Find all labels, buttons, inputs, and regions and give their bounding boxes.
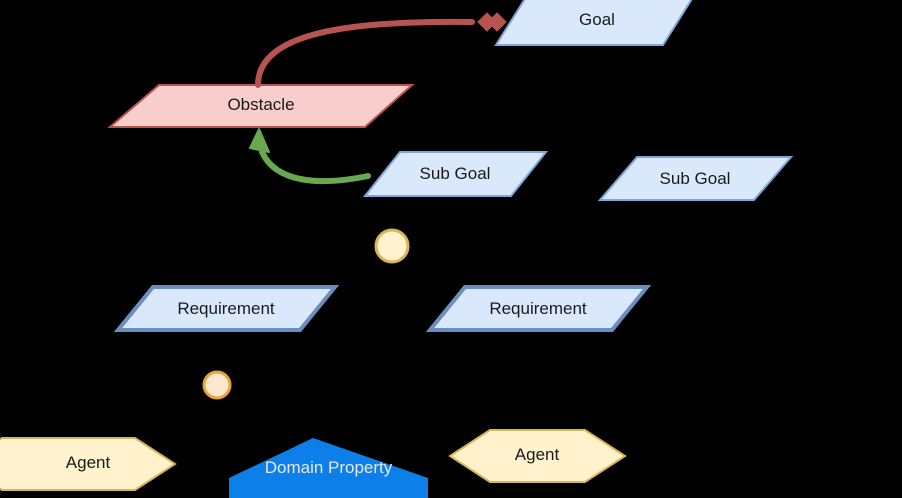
agent-2-hexagon[interactable] <box>448 429 627 483</box>
obstruction-arrowhead-diamond-2 <box>487 12 507 32</box>
edge-resolution-arrow[interactable] <box>249 128 371 185</box>
resolution-arrowhead-triangle <box>249 128 270 153</box>
node-agent-1[interactable] <box>0 437 177 491</box>
requirement-2-parallelogram[interactable] <box>425 285 652 332</box>
domain-property-pentagon[interactable] <box>229 438 428 498</box>
subgoal-1-parallelogram[interactable] <box>362 151 549 197</box>
refinement-circle-1[interactable] <box>374 228 410 264</box>
node-agent-2[interactable] <box>448 429 627 483</box>
node-goal[interactable] <box>494 0 700 46</box>
node-refinement-circle-1[interactable] <box>374 228 410 264</box>
node-requirement-1[interactable] <box>113 285 340 332</box>
agent-1-hexagon[interactable] <box>0 437 177 491</box>
edge-obstruction-arrow[interactable] <box>255 12 507 88</box>
node-domain-property[interactable] <box>229 438 428 498</box>
refinement-circle-2[interactable] <box>202 370 232 400</box>
goal-parallelogram[interactable] <box>494 0 700 46</box>
requirement-1-parallelogram[interactable] <box>113 285 340 332</box>
resolution-arrow-path <box>259 149 371 185</box>
obstruction-arrow-path <box>255 18 475 88</box>
subgoal-2-parallelogram[interactable] <box>597 156 794 201</box>
obstacle-parallelogram[interactable] <box>107 84 415 128</box>
node-subgoal-2[interactable] <box>597 156 794 201</box>
node-requirement-2[interactable] <box>425 285 652 332</box>
node-subgoal-1[interactable] <box>362 151 549 197</box>
node-obstacle[interactable] <box>107 84 415 128</box>
node-refinement-circle-2[interactable] <box>202 370 232 400</box>
